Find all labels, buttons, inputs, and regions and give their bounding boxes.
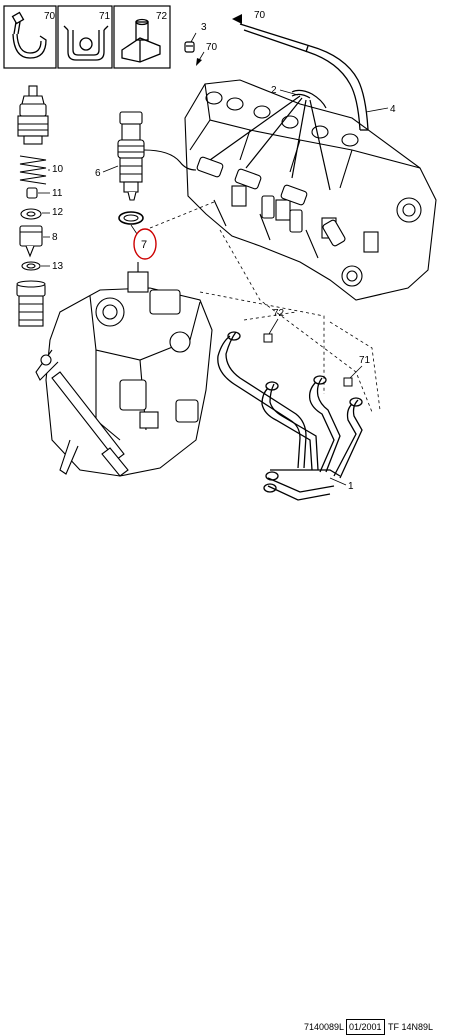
head-injectors — [196, 156, 346, 247]
footer-strip: 7140089L 01/2001 TF 14N89L — [0, 509, 450, 1035]
return-hose-4 — [239, 23, 369, 131]
callout-71-box: 71 — [99, 11, 111, 22]
injection-pump — [35, 262, 213, 477]
callout-72-low: 72 — [273, 308, 285, 319]
callout-8: 8 — [52, 232, 58, 243]
injector-6 — [117, 111, 197, 201]
dashed-leader-lines — [149, 201, 381, 413]
callout-4: 4 — [390, 104, 396, 115]
callout-70-mid: 70 — [206, 42, 218, 53]
pipe-clip-icon — [63, 25, 109, 61]
hose-clamp-icon — [11, 11, 47, 59]
cylinder-head — [184, 79, 437, 301]
icon-box-70: 70 — [3, 5, 57, 69]
icon-box-72: 72 — [113, 5, 171, 69]
callout-70-box: 70 — [44, 11, 56, 22]
leak-off-pipe-2 — [209, 89, 331, 191]
callout-70-top: 70 — [254, 10, 266, 21]
pump-shaft — [51, 371, 129, 477]
icon-box-71: 71 — [57, 5, 113, 69]
seal-washer-7 — [118, 211, 144, 225]
callout-1: 1 — [348, 481, 354, 492]
injector-pipes-1 — [217, 331, 363, 501]
highlight-circle — [133, 228, 157, 260]
screw-3-icon — [184, 41, 195, 53]
callout-12: 12 — [52, 207, 64, 218]
clip-marker-71 — [343, 377, 353, 387]
diagram-canvas: 70 71 72 3 70 — [3, 5, 437, 501]
footer-code: TF 14N89L — [388, 1022, 434, 1032]
callout-72-box: 72 — [156, 11, 168, 22]
parts-diagram: 70 71 72 3 70 — [0, 5, 450, 1035]
callout-3: 3 — [201, 22, 207, 33]
injector-exploded-stack — [16, 85, 49, 327]
callout-11: 11 — [52, 188, 63, 199]
callout-71-low: 71 — [359, 355, 371, 366]
footer-ref: 7140089L — [304, 1022, 345, 1032]
callout-2: 2 — [271, 85, 277, 96]
callout-13: 13 — [52, 261, 64, 272]
callout-6: 6 — [95, 168, 101, 179]
clip-marker-72 — [263, 333, 273, 343]
callout-7: 7 — [141, 239, 147, 251]
bracket-icon — [121, 18, 161, 63]
footer-date: 01/2001 — [346, 1019, 385, 1035]
callout-10: 10 — [52, 164, 64, 175]
